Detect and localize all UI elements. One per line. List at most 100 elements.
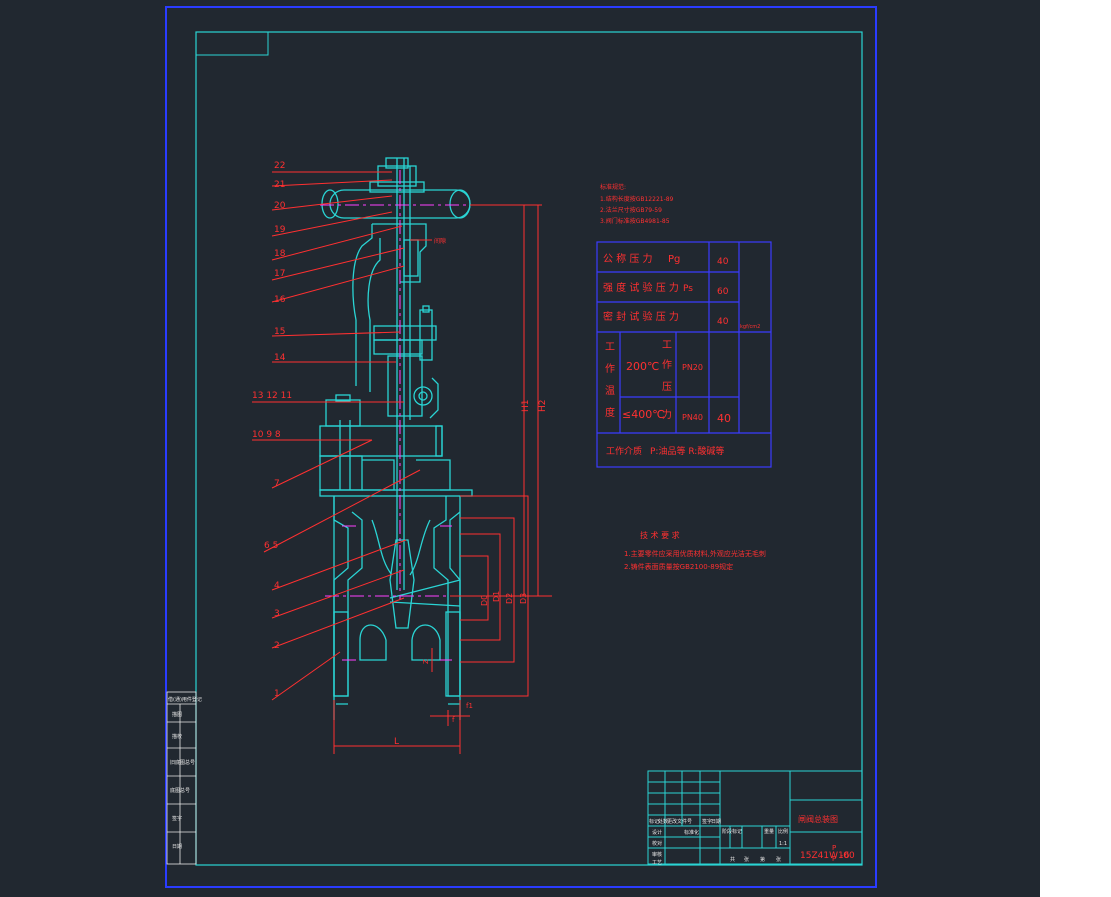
- spec-unit: kgf/cm2: [740, 324, 760, 330]
- tb-col-head: 处数: [658, 818, 668, 825]
- dim-d1: D1: [492, 591, 501, 602]
- part-label: 10 9 8: [252, 430, 281, 440]
- press-value-right: 40: [717, 412, 731, 425]
- dim-l: L: [394, 737, 399, 747]
- side-block-row: 底图总号: [170, 787, 190, 794]
- notes-header: 标准规范:: [600, 183, 626, 191]
- tb-role: 校对: [652, 840, 662, 847]
- temp-label-1: 工: [605, 342, 615, 353]
- spec-row-2-symbol: Ps: [683, 284, 693, 294]
- part-label: 2: [274, 641, 280, 651]
- tech-req-line-1: 1.主要零件应采用优质材料,外观应光洁无毛刺: [624, 549, 766, 558]
- dim-h1: H1: [521, 400, 531, 413]
- press-label-1: 工: [662, 340, 672, 351]
- spec-row-2-label: 强 度 试 验 压 力: [603, 281, 679, 294]
- part-label: 13 12 11: [252, 391, 292, 401]
- spec-row-3-value: 40: [717, 317, 729, 327]
- spec-row-1-label: 公 称 压 力: [603, 252, 653, 265]
- tb-col-head: 日期: [711, 819, 721, 825]
- side-block-text: 借(通)用件登记 描图 描校 旧底图总号 底图总号 签字 日期: [168, 696, 202, 850]
- tb-role: 工艺: [652, 860, 662, 866]
- tb-sheet: 共: [730, 856, 735, 863]
- temp-label-3: 温: [605, 385, 615, 397]
- side-block-row: 描校: [172, 733, 182, 740]
- cad-drawing-canvas: 标准规范: 1.结构长度按GB12221-89 2.法兰尺寸按GB79-59 3…: [0, 0, 1040, 897]
- tech-req-line-2: 2.铸件表面质量按GB2100-89规定: [624, 562, 733, 571]
- part-label: 7: [274, 479, 280, 489]
- press-label-4: 力: [662, 408, 672, 421]
- corner-box: [195, 31, 269, 56]
- tb-role: 审核: [652, 851, 662, 858]
- part-label: 21: [274, 180, 285, 190]
- temp-value-1: 200℃: [626, 360, 659, 373]
- notes-line-3: 3.阀门标准按GB4981-85: [600, 217, 670, 225]
- part-labels: 22 21 20 19 18 17 16 15 14 13 12 11 10 9…: [252, 161, 446, 699]
- press-label-3: 压: [662, 381, 672, 393]
- tb-std-label: 标准化: [684, 829, 699, 836]
- dim-f: f: [452, 716, 455, 724]
- part-label: 22: [274, 161, 285, 171]
- part-label: 16: [274, 295, 286, 305]
- leader-lines: [252, 171, 552, 754]
- part-label: 20: [274, 201, 286, 211]
- tb-col-head: 标记: [649, 818, 659, 825]
- tb-sheet: 第: [760, 856, 765, 863]
- spec-row-1-symbol: Pg: [668, 254, 680, 265]
- side-block-row: 日期: [172, 844, 182, 850]
- dim-d2: D2: [505, 593, 514, 604]
- spec-row-3-label: 密 封 试 验 压 力: [603, 310, 679, 323]
- press-value-1: PN20: [682, 363, 703, 372]
- dim-f1: f1: [466, 702, 473, 710]
- part-label: 19: [274, 225, 286, 235]
- medium-value: P:油品等 R:酸碱等: [650, 445, 724, 457]
- notes-line-2: 2.法兰尺寸按GB79-59: [600, 206, 662, 214]
- tech-requirements: 技 术 要 求 1.主要零件应采用优质材料,外观应光洁无毛刺 2.铸件表面质量按…: [624, 530, 766, 571]
- drawing-name: 闸阀总装图: [798, 814, 838, 824]
- tb-scale: 1:1: [779, 841, 787, 847]
- drawing-suffix-sub: P: [832, 855, 836, 863]
- temp-value-2: ≤400℃: [622, 408, 665, 421]
- side-block-row: 签字: [172, 815, 182, 822]
- dim-z: Z: [422, 659, 430, 664]
- press-label-2: 作: [662, 359, 672, 371]
- part-label: 14: [274, 353, 286, 363]
- spec-table-text: 公 称 压 力 Pg 40 强 度 试 验 压 力 Ps 60 密 封 试 验 …: [603, 252, 760, 457]
- part-label: 6 5: [264, 541, 278, 551]
- dim-h2: H2: [538, 400, 548, 413]
- part-label: 4: [274, 581, 280, 591]
- outer-frame: [165, 6, 877, 888]
- dim-d0: D0: [480, 595, 489, 606]
- tb-role: 设计: [652, 829, 662, 836]
- notes-line-1: 1.结构长度按GB12221-89: [600, 195, 674, 203]
- drawing-suffix-tail: -00: [840, 851, 855, 861]
- tb-sheet: 张: [776, 856, 781, 863]
- temp-label-2: 作: [605, 363, 615, 375]
- title-block-name: 闸阀总装图 15Z41W16 P P -00: [798, 814, 855, 863]
- press-value-2: PN40: [682, 413, 703, 422]
- spec-row-1-value: 40: [717, 257, 729, 267]
- drawing-sheet: 标准规范: 1.结构长度按GB12221-89 2.法兰尺寸按GB79-59 3…: [165, 6, 877, 888]
- spec-row-2-value: 60: [717, 287, 729, 297]
- side-block-row: 描图: [172, 711, 182, 718]
- tb-mid-head: 重量: [764, 828, 774, 835]
- side-block-row: 旧底图总号: [170, 759, 195, 766]
- tb-col-head: 签字: [702, 818, 712, 825]
- part-label: 1: [274, 689, 280, 699]
- tech-req-title: 技 术 要 求: [640, 530, 680, 540]
- tb-col-head: 更改文件号: [667, 818, 692, 825]
- dimension-labels: H1 H2 D0 D1 D2 D3 L f f1 Z: [394, 400, 548, 748]
- valve-drawing: [319, 157, 473, 720]
- drawing-number: 15Z41W16: [800, 851, 850, 861]
- title-block-text: 标记 处数 更改文件号 签字 日期 设计 校对 审核 工艺 标准化 阶段标记 重…: [649, 818, 788, 866]
- temp-label-4: 度: [605, 406, 615, 419]
- part-label: 15: [274, 327, 285, 337]
- tb-sheet: 张: [744, 856, 749, 863]
- tb-mid-head: 阶段标记: [722, 828, 742, 835]
- drawing-suffix-sup: P: [832, 844, 836, 852]
- inner-frame: [195, 31, 863, 866]
- part-label: 18: [274, 249, 286, 259]
- side-block-header: 借(通)用件登记: [168, 696, 202, 703]
- title-block-grid: [647, 770, 863, 865]
- top-notes: 标准规范: 1.结构长度按GB12221-89 2.法兰尺寸按GB79-59 3…: [600, 183, 674, 225]
- part-label: 3: [274, 609, 280, 619]
